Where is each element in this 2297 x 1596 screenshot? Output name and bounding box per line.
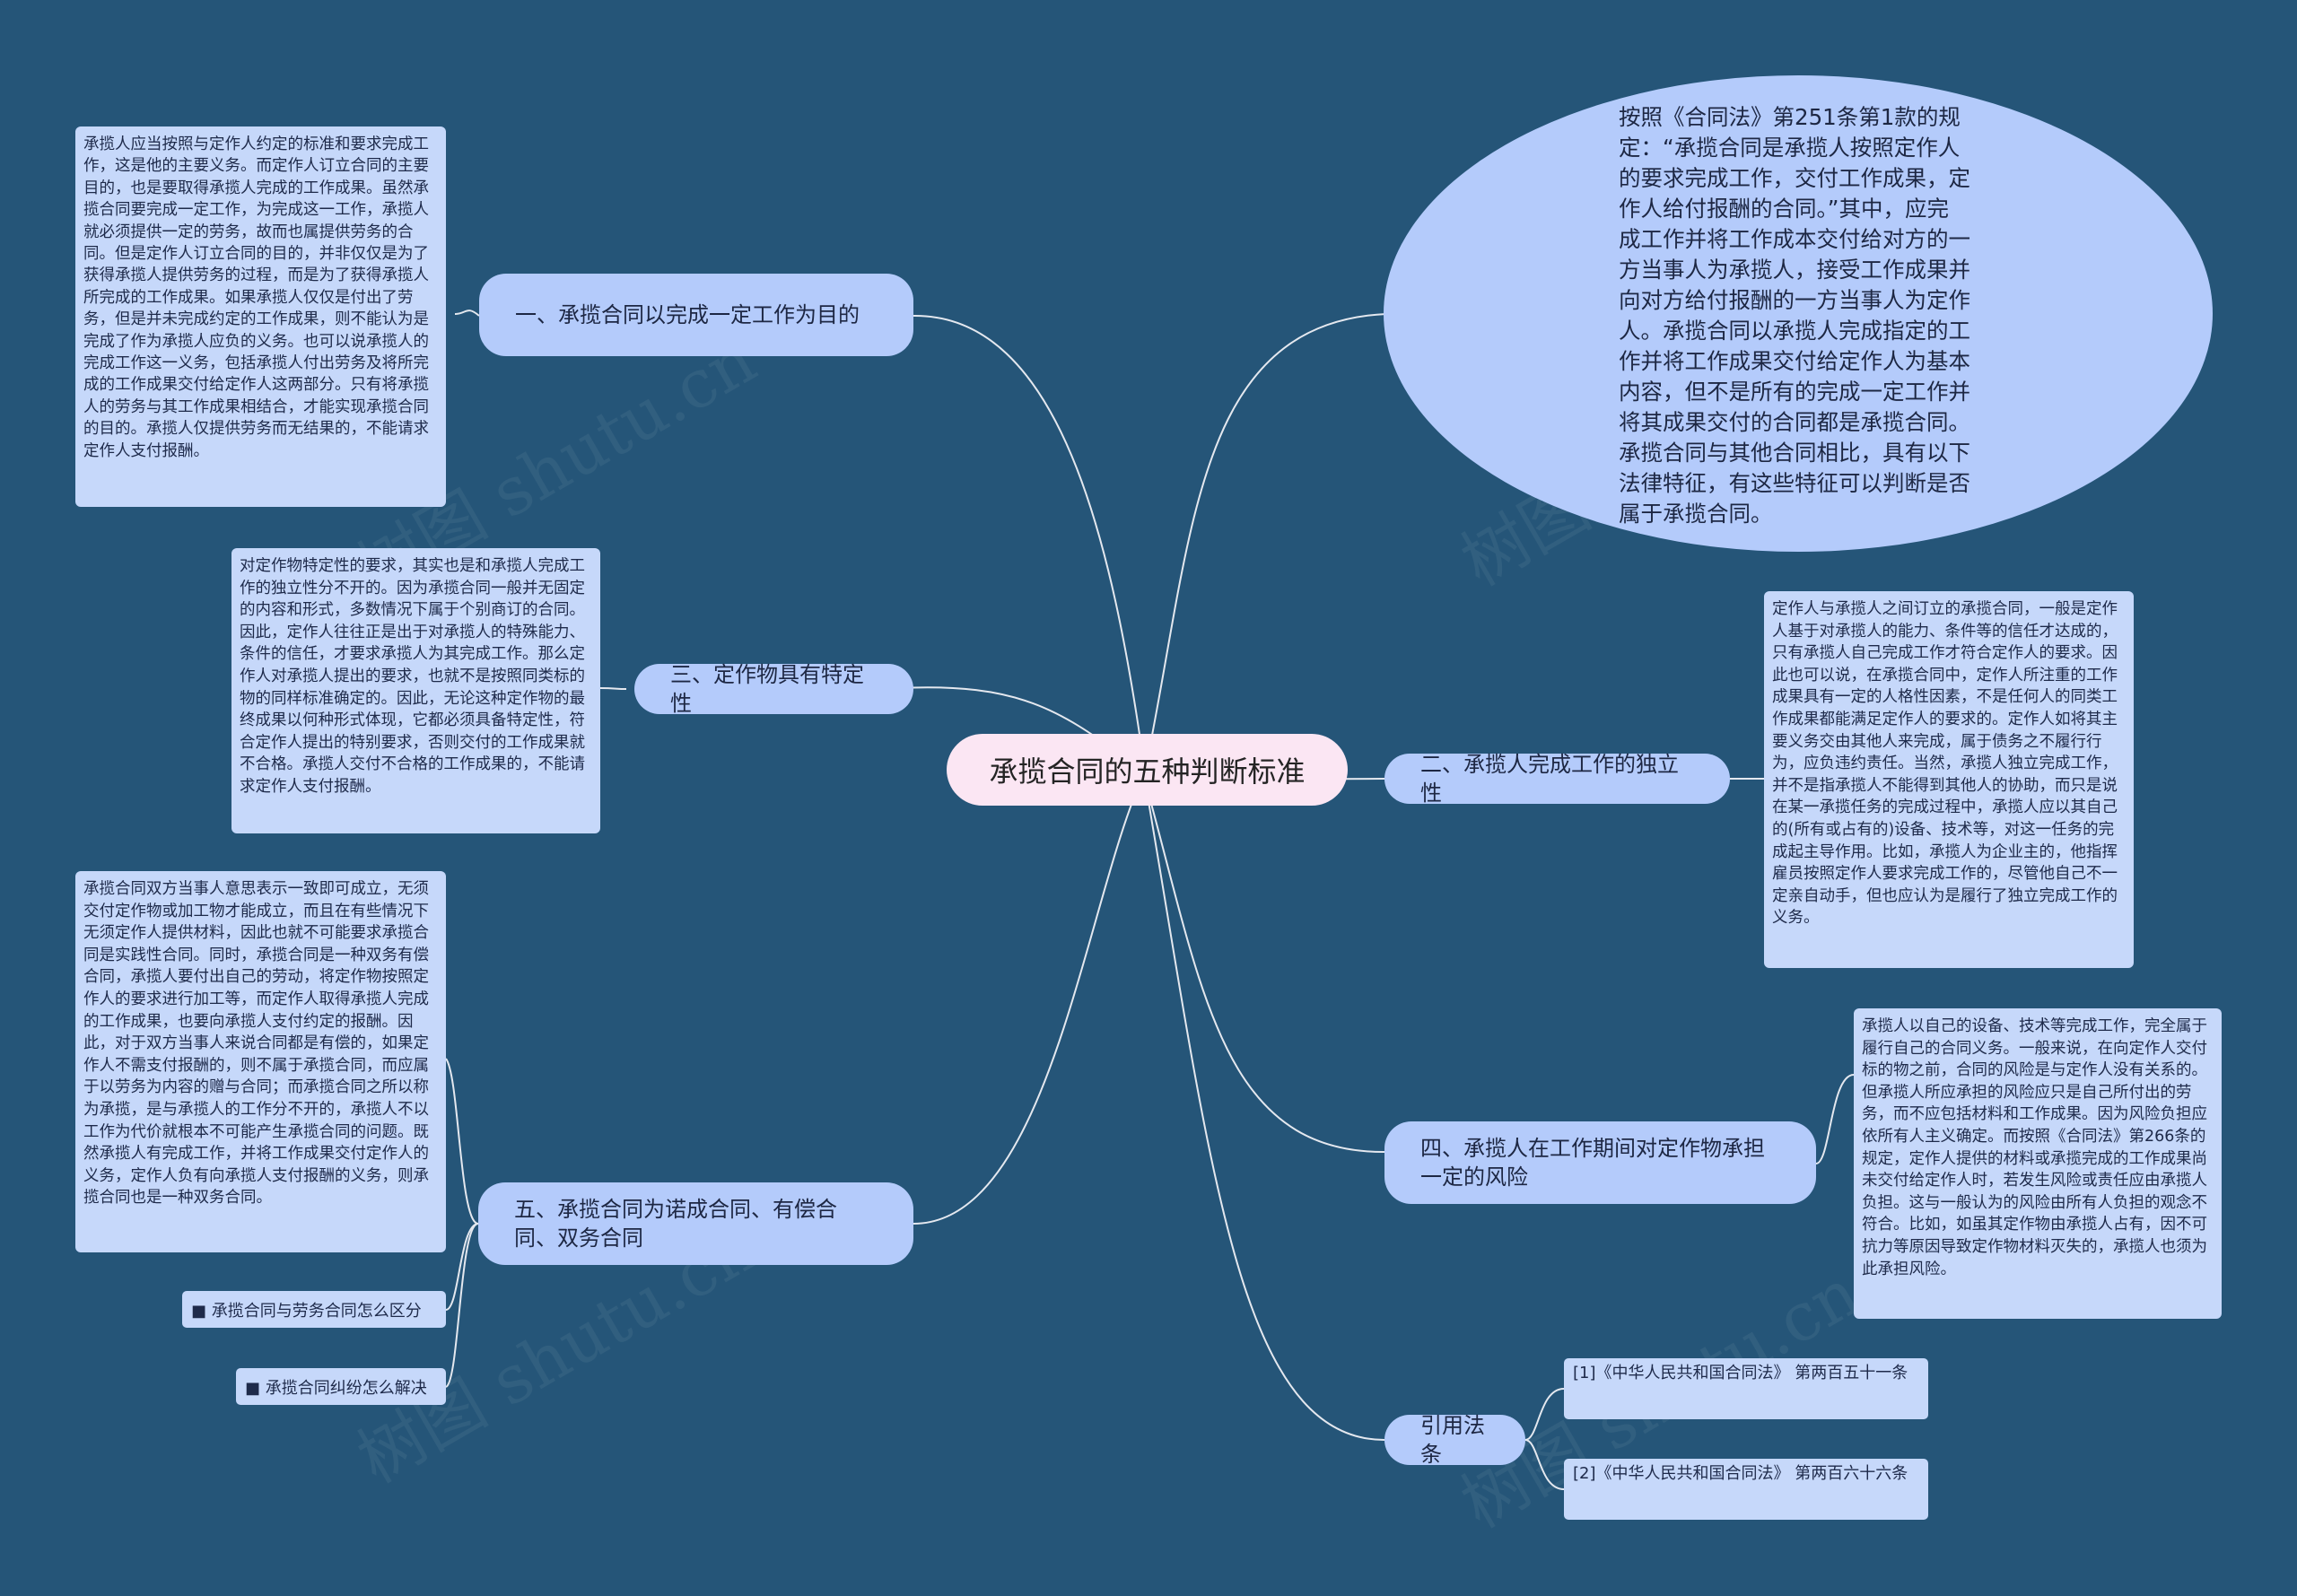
detail-1: 承揽人应当按照与定作人约定的标准和要求完成工作，这是他的主要义务。而定作人订立合… [75,126,446,507]
detail-2: 定作人与承揽人之间订立的承揽合同，一般是定作人基于对承揽人的能力、条件等的信任才… [1764,591,2134,968]
law-reference-2[interactable]: [2]《中华人民共和国合同法》 第两百六十六条 [1564,1459,1928,1520]
related-link-2[interactable]: ■ 承揽合同纠纷怎么解决 [236,1368,446,1405]
detail-5: 承揽合同双方当事人意思表示一致即可成立，无须交付定作物或加工物才能成立，而且在有… [75,871,446,1252]
branch-6[interactable]: 引用法条 [1384,1413,1525,1467]
intro-node[interactable]: 按照《合同法》第251条第1款的规定：“承揽合同是承揽人按照定作人的要求完成工作… [1384,75,2213,552]
branch-5[interactable]: 五、承揽合同为诺成合同、有偿合同、双务合同 [478,1182,913,1265]
detail-3: 对定作物特定性的要求，其实也是和承揽人完成工作的独立性分不开的。因为承揽合同一般… [231,548,600,833]
detail-4: 承揽人以自己的设备、技术等完成工作，完全属于履行自己的合同义务。一般来说，在向定… [1854,1008,2222,1319]
branch-4[interactable]: 四、承揽人在工作期间对定作物承担一定的风险 [1384,1121,1816,1204]
center-topic[interactable]: 承揽合同的五种判断标准 [947,734,1348,806]
branch-2[interactable]: 二、承揽人完成工作的独立性 [1384,752,1730,806]
law-reference-1[interactable]: [1]《中华人民共和国合同法》 第两百五十一条 [1564,1358,1928,1419]
branch-1[interactable]: 一、承揽合同以完成一定工作为目的 [479,274,913,356]
related-link-1[interactable]: ■ 承揽合同与劳务合同怎么区分 [182,1291,446,1328]
branch-3[interactable]: 三、定作物具有特定性 [634,662,913,716]
